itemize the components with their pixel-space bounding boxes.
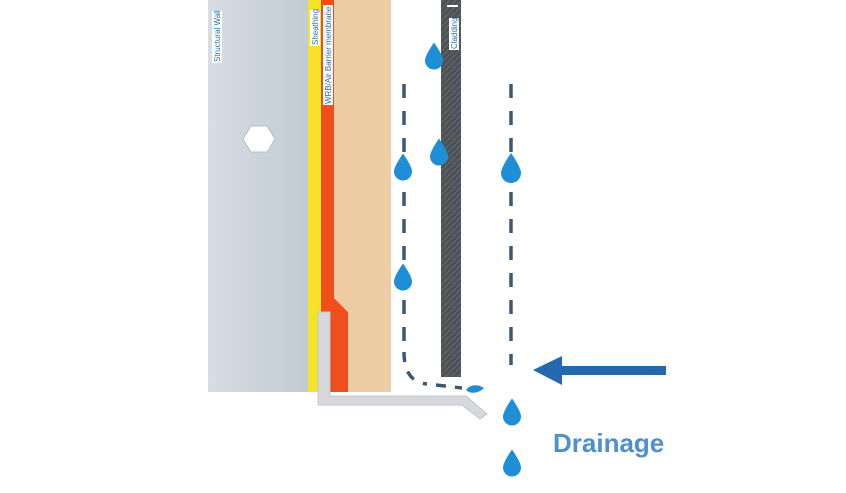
cavity-airflow-dashes (402, 84, 513, 390)
water-drop-icon (394, 263, 412, 291)
wrb-label: WRB/Air Barrier membrane (324, 6, 333, 104)
insulation-board (334, 0, 391, 392)
water-drop-icon (466, 385, 484, 393)
structural-wall-label: Structural Wall (213, 10, 222, 62)
arrow-left-icon (533, 356, 666, 385)
sheathing-label: Sheathing (311, 9, 320, 45)
cladding-panel (441, 0, 461, 377)
drainage-label: Drainage (553, 428, 664, 458)
flashing (317, 311, 488, 420)
sheathing-layer (308, 0, 321, 392)
water-drop-icon (501, 153, 521, 183)
water-drop-icon (425, 42, 443, 70)
water-drop-icon (394, 153, 412, 181)
hexagon-bolt-icon (242, 125, 276, 153)
structural-wall (208, 0, 308, 392)
water-drop-icon (503, 449, 521, 477)
water-drop-icons (394, 42, 521, 477)
cladding-label: Cladding (450, 17, 459, 49)
water-drop-icon (503, 398, 521, 426)
